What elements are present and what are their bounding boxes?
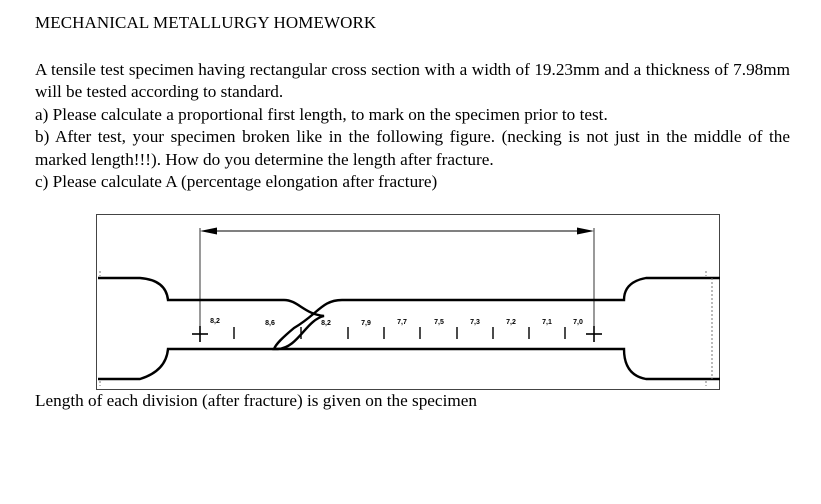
division-length-label: 7,9 [361,320,371,327]
division-ticks [233,327,566,339]
problem-part-a: a) Please calculate a proportional first… [35,104,608,124]
division-length-label: 8,2 [210,318,220,325]
problem-statement: A tensile test specimen having rectangul… [35,59,790,193]
figure-frame [96,214,720,390]
division-length-label: 7,3 [470,319,480,326]
division-length-label: 7,1 [542,319,552,326]
division-length-label: 7,0 [573,319,583,326]
grip-dotted-lines [99,271,713,386]
problem-part-b: b) After test, your specimen broken like… [35,127,790,169]
division-length-label: 8,2 [321,320,331,327]
problem-part-c: c) Please calculate A (percentage elonga… [35,172,438,192]
division-length-label: 7,7 [397,319,407,326]
specimen-right-half [272,276,720,381]
figure-caption: Length of each division (after fracture)… [35,391,477,410]
dimension-arrow-right [577,227,594,235]
division-length-label: 7,2 [506,319,516,326]
page-title: MECHANICAL METALLURGY HOMEWORK [35,13,377,32]
gauge-length-dimension [199,227,595,342]
problem-intro: A tensile test specimen having rectangul… [35,60,790,102]
specimen-left-half [98,276,325,381]
division-length-label: 7,5 [434,319,444,326]
specimen-figure: 8,2 8,6 8,2 7,9 7,7 7,5 7,3 7,2 7,1 7,0 [96,214,720,390]
dimension-arrow-left [200,227,217,235]
division-length-label: 8,6 [265,320,275,327]
specimen-outline [98,276,720,381]
division-labels: 8,2 8,6 8,2 7,9 7,7 7,5 7,3 7,2 7,1 7,0 [210,318,583,327]
gauge-mark-crosses [192,326,602,342]
